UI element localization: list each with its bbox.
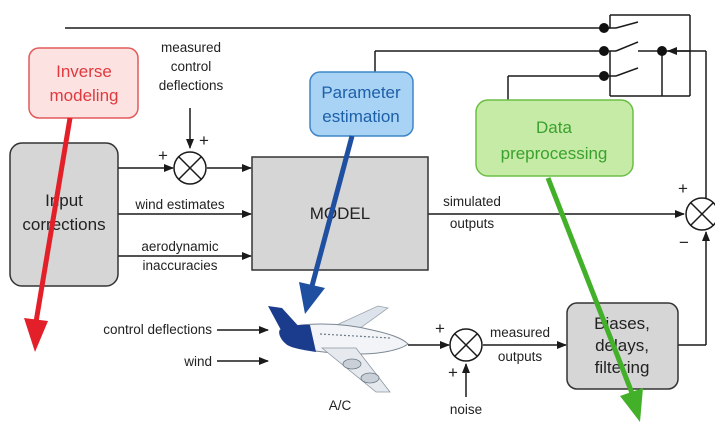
data-preprocessing-block: Data preprocessing [475,99,634,177]
biases-block: Biases, delays, filtering [566,302,679,390]
input-corrections-block: Input corrections [9,142,119,287]
control-deflections-label: control deflections [103,322,212,337]
input-corrections-line1: Input [45,191,83,210]
aircraft-label: A/C [329,398,352,413]
noise-label: noise [450,402,482,417]
data-preprocessing-line1: Data [536,118,572,137]
simulated-outputs-line2: outputs [450,216,495,231]
wind-label: wind [183,354,212,369]
parameter-estimation-line2: estimation [322,107,399,126]
aircraft-icon [268,305,409,393]
inverse-modeling-arrow [24,117,73,352]
measured-control-deflections-line1: measured [161,40,221,55]
wind-estimates-label: wind estimates [134,197,225,212]
sum-junction-noise [449,328,483,362]
model-block: MODEL [251,156,429,271]
sum2-bottom-sign: − [679,233,689,252]
measured-control-deflections-line2: control [171,59,212,74]
sum1-left-sign: + [158,146,168,165]
switch-blade-1 [615,21,639,29]
input-corrections-line2: corrections [22,215,105,234]
data-preprocessing-line2: preprocessing [501,144,608,163]
biases-line2: delays, [595,336,649,355]
sum1-top-sign: + [199,131,209,150]
aerodynamic-inaccuracies-line2: inaccuracies [142,258,217,273]
measured-outputs-line1: measured [490,325,550,340]
junction-signs: + + + − + + [158,131,689,382]
junction-dot [599,23,609,33]
switch-blade-2 [615,41,639,52]
switch-blade-3 [615,67,639,77]
switch-junctions [599,23,667,81]
inverse-modeling-line2: modeling [50,86,119,105]
aerodynamic-inaccuracies-line1: aerodynamic [141,239,219,254]
model-label: MODEL [310,204,370,223]
measured-outputs-line2: outputs [498,349,543,364]
parameter-estimation-arrow [299,135,355,314]
junction-dot [657,46,667,56]
measured-control-deflections-line3: deflections [159,78,224,93]
sum3-left-sign: + [435,319,445,338]
sum3-bottom-sign: + [448,363,458,382]
data-preprocessing-arrow [545,177,643,422]
signal-labels: measured control deflections wind estima… [103,40,550,417]
sum-junction-outputs [685,197,715,231]
sum2-top-sign: + [678,179,688,198]
junction-dot [599,46,609,56]
parameter-estimation-block: Parameter estimation [309,71,414,137]
inverse-modeling-line1: Inverse [56,62,112,81]
sum-junction-inputs [173,151,207,185]
simulated-outputs-line1: simulated [443,194,501,209]
parameter-estimation-line1: Parameter [321,83,401,102]
junction-dot [599,71,609,81]
inverse-modeling-block: Inverse modeling [28,47,139,119]
